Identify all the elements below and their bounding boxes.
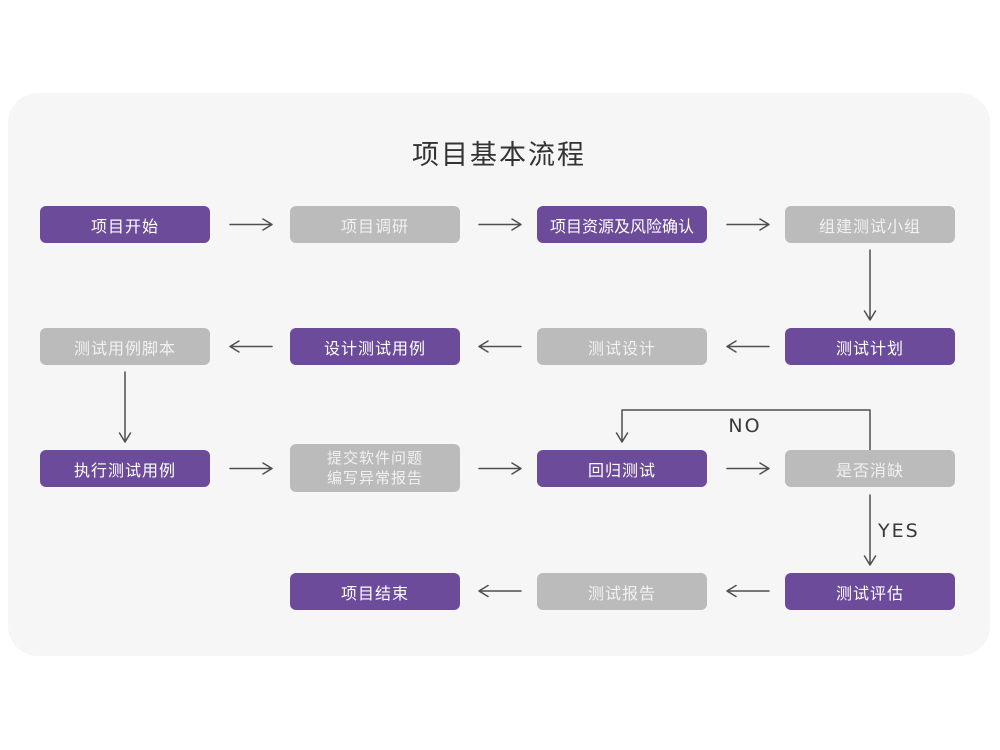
node-build-test-team: 组建测试小组 <box>785 206 955 243</box>
node-project-end: 项目结束 <box>290 573 460 610</box>
node-submit-issues-report: 提交软件问题 编写异常报告 <box>290 444 460 492</box>
arrow-team-to-plan <box>863 249 877 321</box>
node-execute-test-cases: 执行测试用例 <box>40 450 210 487</box>
arrow-evaluate-to-report <box>726 584 770 598</box>
node-test-plan: 测试计划 <box>785 328 955 365</box>
node-test-design: 测试设计 <box>537 328 707 365</box>
flow-arrows <box>118 218 877 598</box>
no-branch-label: NO <box>728 415 762 437</box>
arrow-script-to-execute <box>118 371 132 443</box>
arrow-design-cases-to-script <box>229 340 273 353</box>
submit-issues-line2: 编写异常报告 <box>326 469 423 487</box>
arrow-start-to-research <box>229 218 273 231</box>
arrow-test-design-to-design-cases <box>478 340 522 353</box>
arrow-research-to-risk <box>478 218 522 231</box>
node-test-report: 测试报告 <box>537 573 707 610</box>
arrow-regression-to-defect <box>726 462 770 475</box>
node-test-evaluate: 测试评估 <box>785 573 955 610</box>
arrow-submit-to-regression <box>478 462 522 475</box>
node-project-start: 项目开始 <box>40 206 210 243</box>
node-design-test-cases: 设计测试用例 <box>290 328 460 365</box>
arrow-plan-to-test-design <box>726 340 770 353</box>
node-regression-test: 回归测试 <box>537 450 707 487</box>
flowchart-panel: 项目基本流程 <box>8 93 990 656</box>
arrow-yes-branch <box>863 494 877 566</box>
page-title: 项目基本流程 <box>412 140 586 171</box>
node-project-research: 项目调研 <box>290 206 460 243</box>
arrow-risk-to-team <box>726 218 770 231</box>
arrow-execute-to-submit <box>229 462 273 475</box>
node-test-case-script: 测试用例脚本 <box>40 328 210 365</box>
node-resource-risk-confirm: 项目资源及风险确认 <box>537 206 707 243</box>
submit-issues-line1: 提交软件问题 <box>326 449 423 467</box>
yes-branch-label: YES <box>878 520 920 542</box>
node-defect-resolved-check: 是否消缺 <box>785 450 955 487</box>
arrow-report-to-end <box>478 584 522 598</box>
